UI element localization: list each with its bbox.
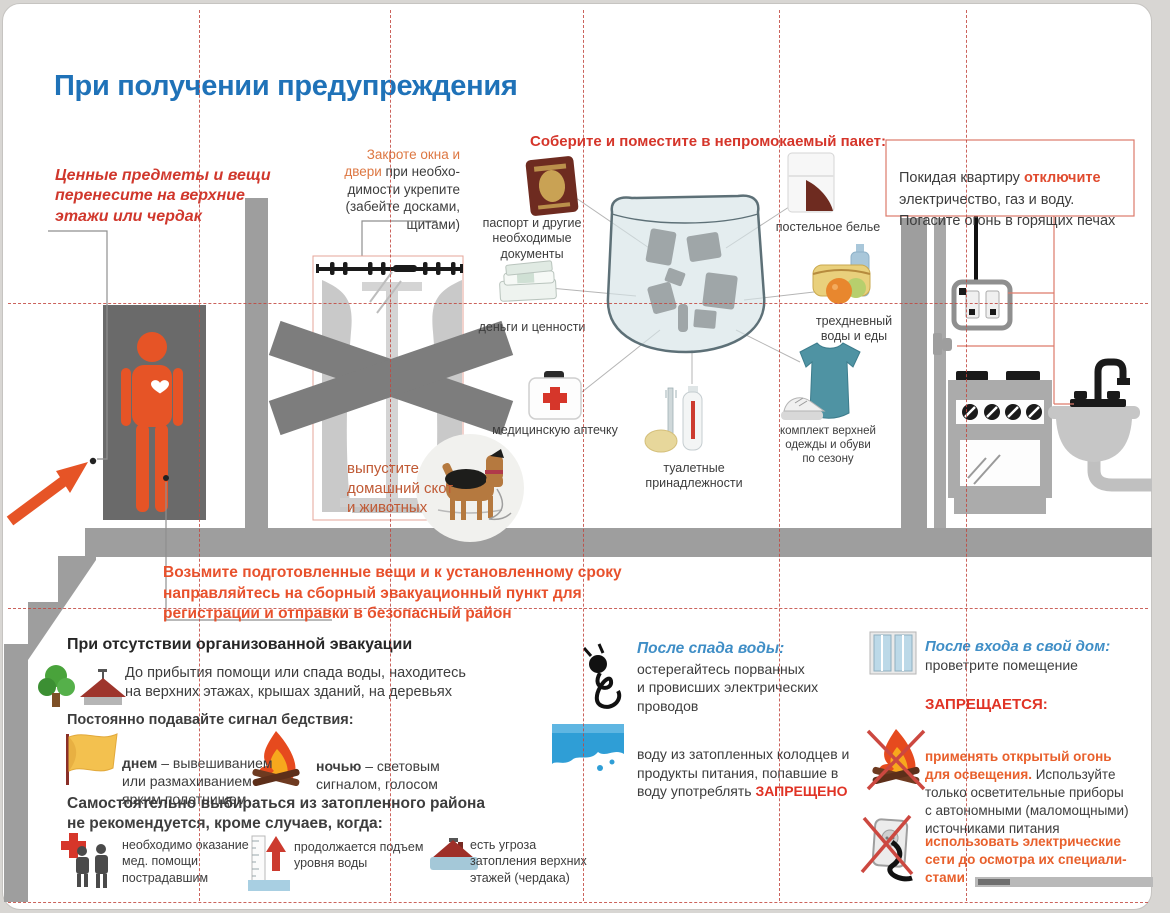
food-supplies-icon bbox=[812, 244, 871, 304]
flooded-house-icon bbox=[430, 838, 478, 870]
first-aid-kit-icon bbox=[528, 371, 582, 420]
leaving-highlight: отключите bbox=[1023, 170, 1101, 187]
signal-night: ночью – световым сигналом, голосом bbox=[316, 757, 440, 792]
forbidden-header: ЗАПРЕЩАЕТСЯ: bbox=[925, 696, 1048, 713]
person-icon bbox=[137, 332, 167, 362]
livestock-note: выпустите домашний скот и животных bbox=[347, 460, 454, 516]
grid-line-vertical-4 bbox=[779, 10, 780, 901]
forbidden-highlight: ЗАПРЕЩЕНО bbox=[755, 783, 848, 800]
label-clothes: комплект верхней одежды и обуви по сезон… bbox=[780, 425, 876, 466]
evacuate-note: Возьмите подготовленные вещи и к установ… bbox=[163, 564, 622, 623]
drain-pipe bbox=[1087, 461, 1152, 492]
arrow-icon bbox=[6, 457, 97, 526]
dog-icon bbox=[416, 434, 524, 542]
grid-line-vertical-1 bbox=[199, 10, 200, 901]
case-flooding: есть угроза затопления верхних этажей (ч… bbox=[470, 838, 587, 885]
signal-header: Постоянно подавайте сигнал бедствия: bbox=[67, 712, 354, 728]
socket-crossed-icon bbox=[860, 814, 914, 882]
wall-column bbox=[245, 198, 268, 528]
tree-icon bbox=[38, 665, 75, 707]
staircase bbox=[4, 528, 96, 902]
label-first-aid: медицинскую аптечку bbox=[492, 423, 618, 437]
fire-rule: применять открытый огонь для освещения. … bbox=[925, 748, 1129, 836]
fire-rule-highlight: применять открытый огонь для освещения. bbox=[925, 748, 1112, 782]
electric-cable bbox=[974, 216, 978, 286]
leash bbox=[488, 488, 512, 521]
windows-note-highlight: Закроте окна и двери bbox=[344, 146, 460, 180]
page-title: При получении предупреждения bbox=[54, 70, 518, 102]
ventilate-note: проветрите помещение bbox=[925, 657, 1078, 673]
label-food: трехдневный воды и еды bbox=[815, 314, 893, 344]
windows-note: Закроте окна и двери при необхо- димости… bbox=[318, 128, 460, 233]
campfire-crossed-icon bbox=[866, 729, 926, 791]
water-level-ruler-icon bbox=[248, 835, 290, 891]
medical-aid-people-icon bbox=[61, 833, 108, 888]
waterproof-bag-illustration bbox=[549, 194, 815, 393]
sink-icon bbox=[1048, 358, 1152, 492]
plug-icon bbox=[582, 643, 622, 709]
curtain-rings bbox=[316, 262, 463, 275]
grid-line-horizontal-1 bbox=[8, 303, 1148, 304]
label-money: деньги и ценности bbox=[478, 320, 586, 334]
stove-icon bbox=[948, 371, 1052, 514]
toiletries-icon bbox=[644, 386, 703, 453]
watermark-bar bbox=[975, 877, 1153, 887]
case-rising: продолжается подъем уровня воды bbox=[294, 840, 424, 871]
case-medical: необходимо оказание мед. помощи пострада… bbox=[122, 838, 249, 885]
after-flood-water: воду из затопленных колодцев и продукты … bbox=[637, 746, 850, 800]
grid-line-horizontal-3 bbox=[8, 902, 1148, 903]
person-in-doorway bbox=[103, 305, 206, 520]
callout-lines bbox=[48, 220, 437, 621]
water-icon bbox=[552, 724, 624, 771]
chimney-pipe bbox=[901, 218, 927, 528]
after-flood-wires: остерегайтесь порванных и провисших элек… bbox=[637, 661, 819, 714]
watermark-logo bbox=[978, 879, 1010, 885]
window-callout-line bbox=[361, 220, 437, 256]
heart-icon bbox=[151, 380, 169, 394]
grid-line-vertical-2 bbox=[390, 10, 391, 901]
valuables-note: Ценные предметы и вещи перенесите на вер… bbox=[55, 167, 271, 225]
collect-header: Соберите и поместите в непромокаемый пак… bbox=[530, 133, 886, 150]
floor-bar bbox=[85, 528, 1152, 557]
grid-line-vertical-5 bbox=[966, 10, 967, 901]
money-icon bbox=[499, 260, 557, 302]
plastic-bag bbox=[606, 194, 766, 354]
clothes-icon bbox=[781, 342, 861, 420]
bed-linen-icon bbox=[787, 152, 835, 213]
house-roof-icon bbox=[80, 669, 126, 705]
valuables-callout-line bbox=[48, 230, 108, 460]
no-evac-header: При отсутствии организованной эвакуации bbox=[67, 636, 413, 653]
label-toiletries: туалетные принадлежности bbox=[645, 461, 743, 491]
leaving-note: Покидая квартиру отключите электричество… bbox=[899, 170, 1116, 230]
after-flood-header: После спада воды: bbox=[637, 640, 785, 657]
electric-rule: использовать электрические сети до осмот… bbox=[925, 834, 1127, 885]
prohibition-cross bbox=[866, 729, 926, 791]
grid-line-horizontal-2 bbox=[8, 608, 1148, 609]
crossed-boards-icon bbox=[268, 320, 514, 436]
leg-dot bbox=[163, 475, 169, 481]
label-linen: постельное белье bbox=[775, 220, 881, 234]
faucet-icon bbox=[1070, 358, 1130, 407]
electric-switch-assembly bbox=[933, 216, 1013, 355]
self-evac-header: Самостоятельно выбираться из затопленног… bbox=[67, 795, 486, 833]
evacuate-callout-line bbox=[165, 482, 332, 621]
gas-valve-icon bbox=[933, 333, 942, 355]
flag-icon bbox=[66, 733, 118, 785]
gas-riser-pipe bbox=[934, 218, 946, 528]
bag-contents bbox=[645, 228, 738, 332]
signal-day: днем – вывешиванием или размахиванием яр… bbox=[122, 754, 273, 807]
windows-note-rest: при необхо- димости укрепите (забейте до… bbox=[345, 164, 460, 232]
stove-knobs bbox=[962, 404, 1042, 420]
open-window-icon bbox=[869, 631, 917, 675]
label-documents: паспорт и другие необходимые документы bbox=[482, 216, 582, 261]
passport-icon bbox=[525, 156, 579, 216]
leaving-callout-frame bbox=[885, 139, 1135, 405]
no-evac-wait: До прибытия помощи или спада воды, наход… bbox=[125, 665, 466, 700]
after-return-header: После входа в свой дом: bbox=[925, 638, 1111, 655]
prohibition-cross bbox=[860, 814, 914, 876]
grid-line-vertical-3 bbox=[583, 10, 584, 901]
building-structure bbox=[4, 198, 1152, 902]
campfire-icon bbox=[252, 731, 300, 787]
